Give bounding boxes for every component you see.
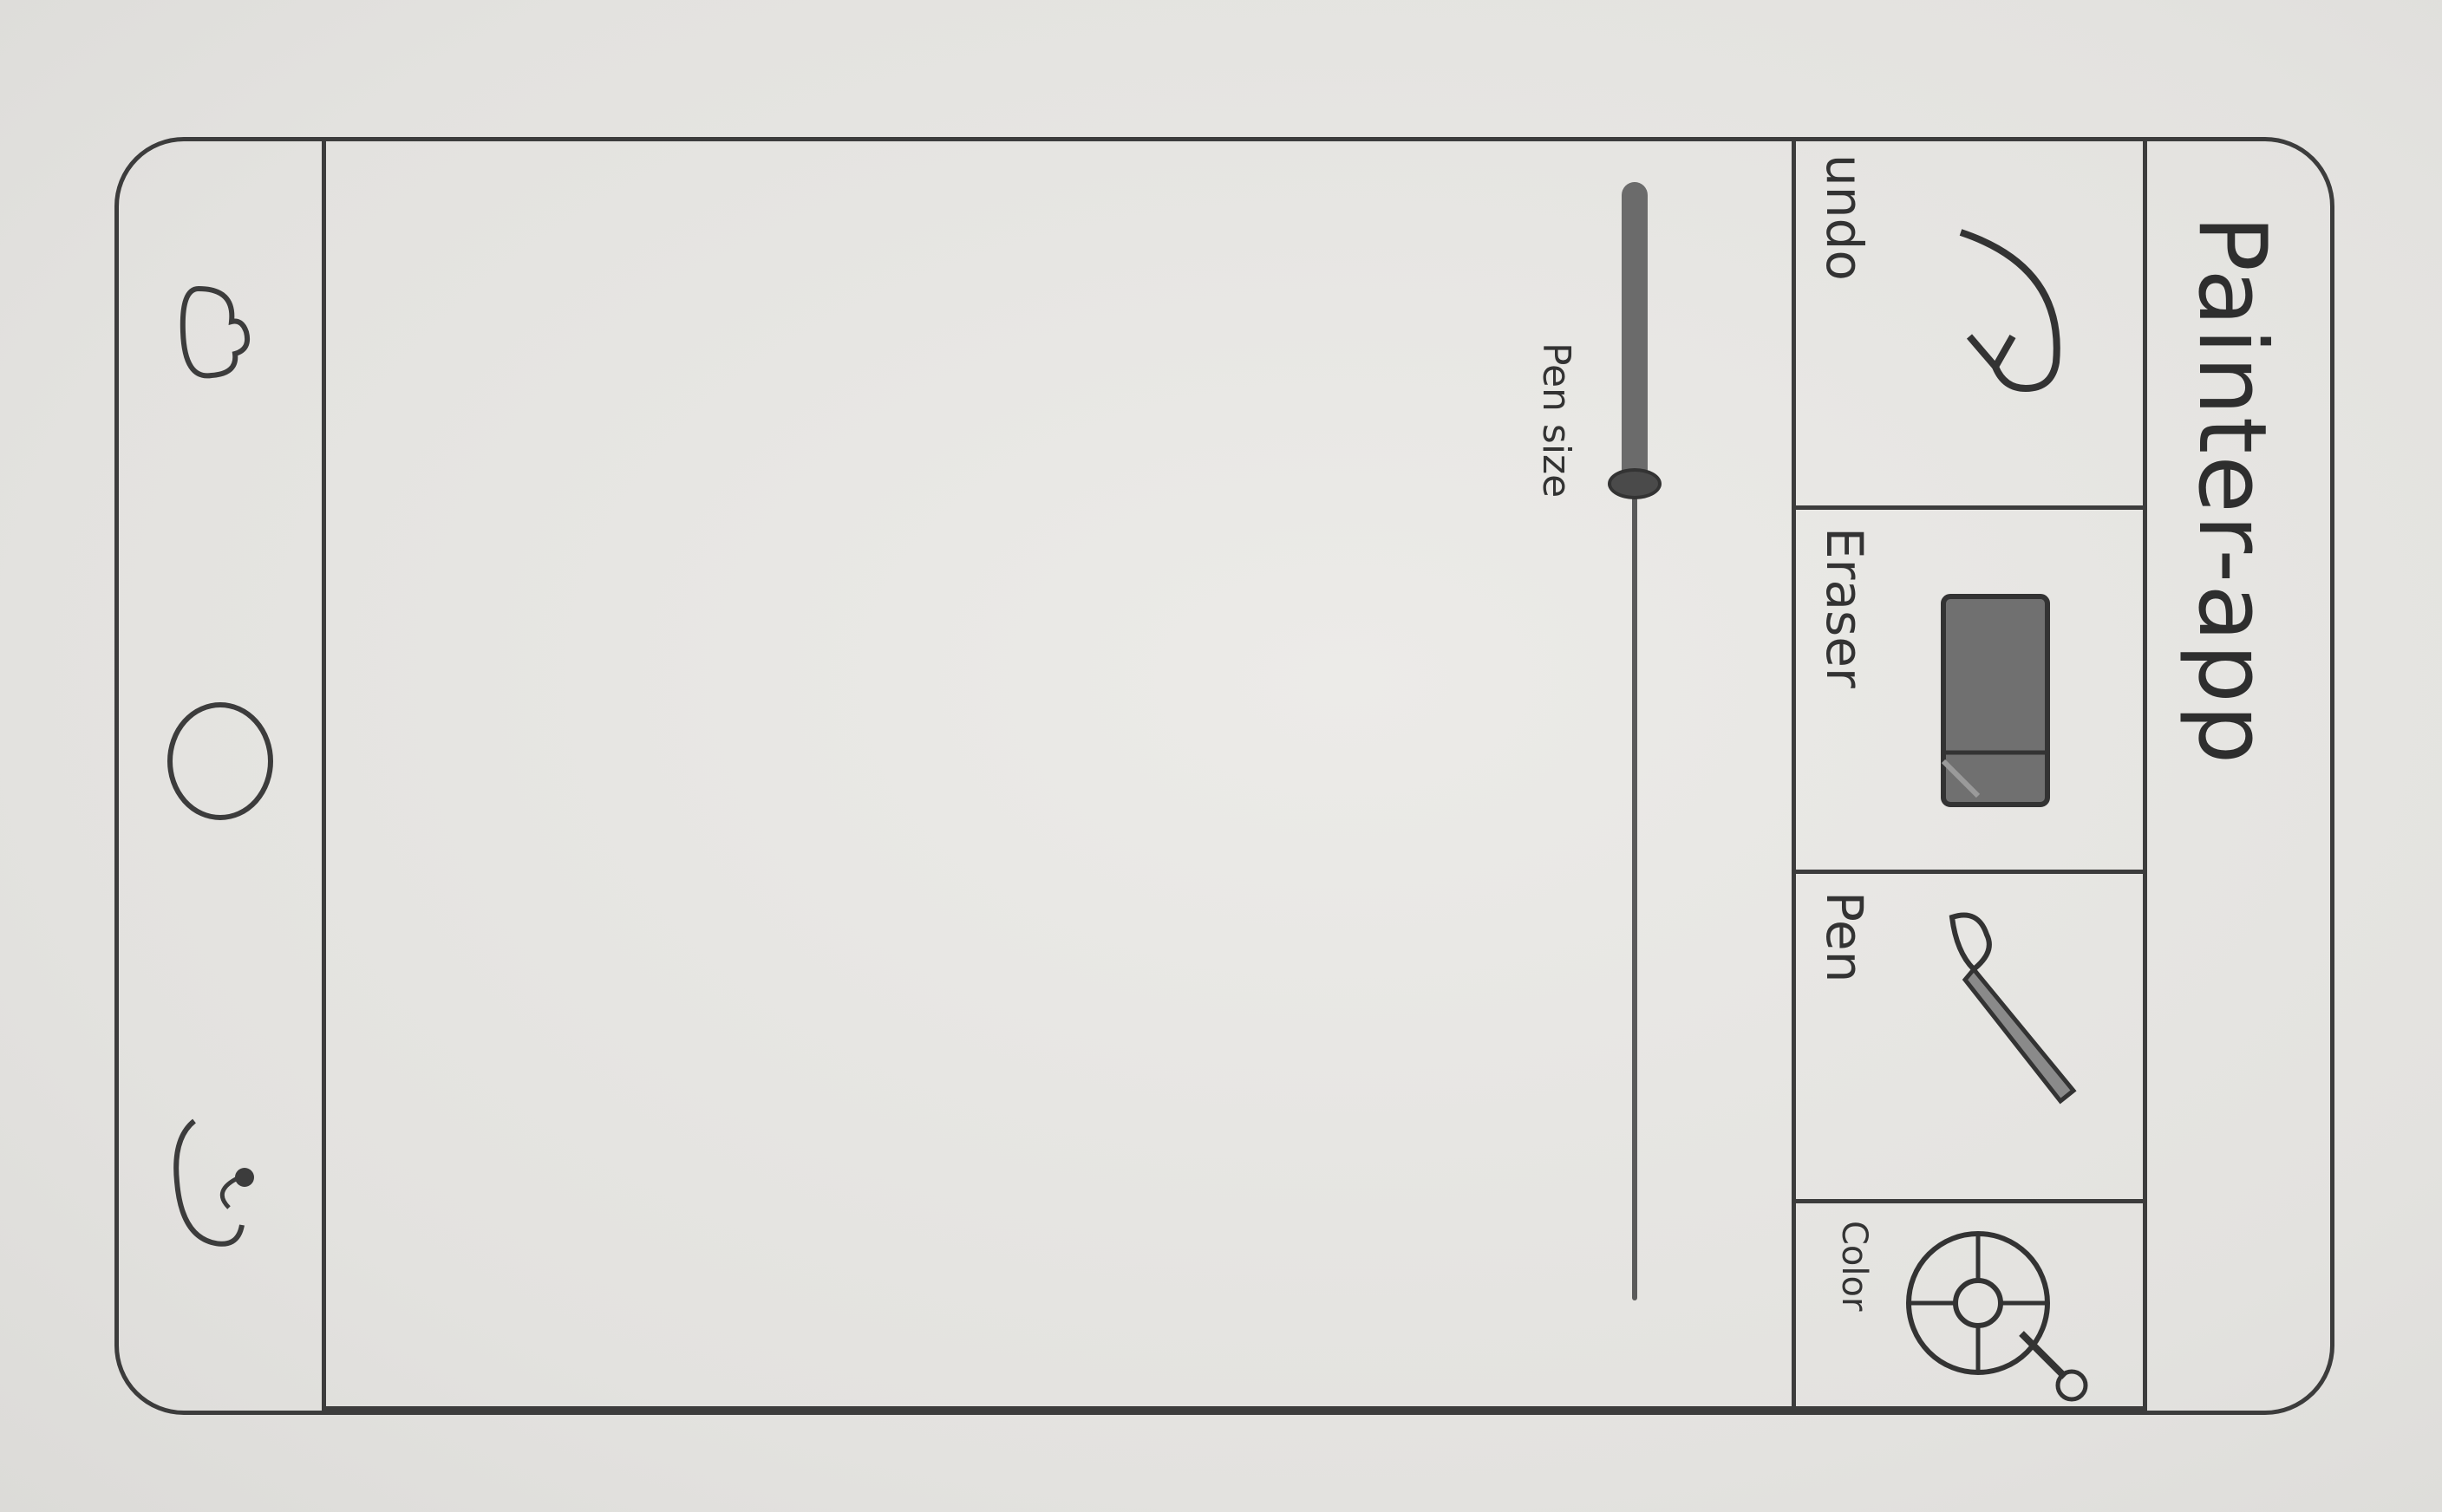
color-label: Color [1834, 1221, 1874, 1312]
pen-size-label: Pen size [1534, 342, 1578, 499]
slider-fill [1622, 182, 1648, 484]
eraser-label: Eraser [1815, 527, 1874, 688]
eraser-icon [1926, 579, 2065, 825]
home-icon[interactable] [114, 675, 326, 848]
back-icon[interactable] [114, 1099, 326, 1273]
slider-thumb[interactable] [1608, 468, 1662, 499]
app-title-bar: Painter-app [2147, 137, 2334, 1415]
app-title: Painter-app [2178, 215, 2286, 766]
screen-bottom-edge [326, 1406, 2147, 1411]
pen-button[interactable]: Pen [1796, 874, 2143, 1203]
pen-icon [1926, 900, 2099, 1111]
pen-size-slider[interactable] [1596, 182, 1674, 1300]
recent-apps-icon[interactable] [114, 276, 326, 388]
pen-label: Pen [1815, 891, 1874, 983]
undo-label: undo [1815, 154, 1874, 281]
slider-track [1632, 182, 1637, 1300]
undo-arrow-icon [1943, 215, 2091, 409]
color-wheel-icon [1883, 1221, 2099, 1415]
navigation-bar [114, 137, 326, 1415]
screen-top-edge [326, 137, 2060, 141]
eraser-button[interactable]: Eraser [1796, 510, 2143, 874]
undo-button[interactable]: undo [1796, 137, 2143, 510]
color-button[interactable]: Color [1796, 1203, 2143, 1415]
drawing-canvas[interactable] [326, 137, 1792, 1415]
tool-panel: undo Eraser Pen Color [1792, 137, 2147, 1415]
